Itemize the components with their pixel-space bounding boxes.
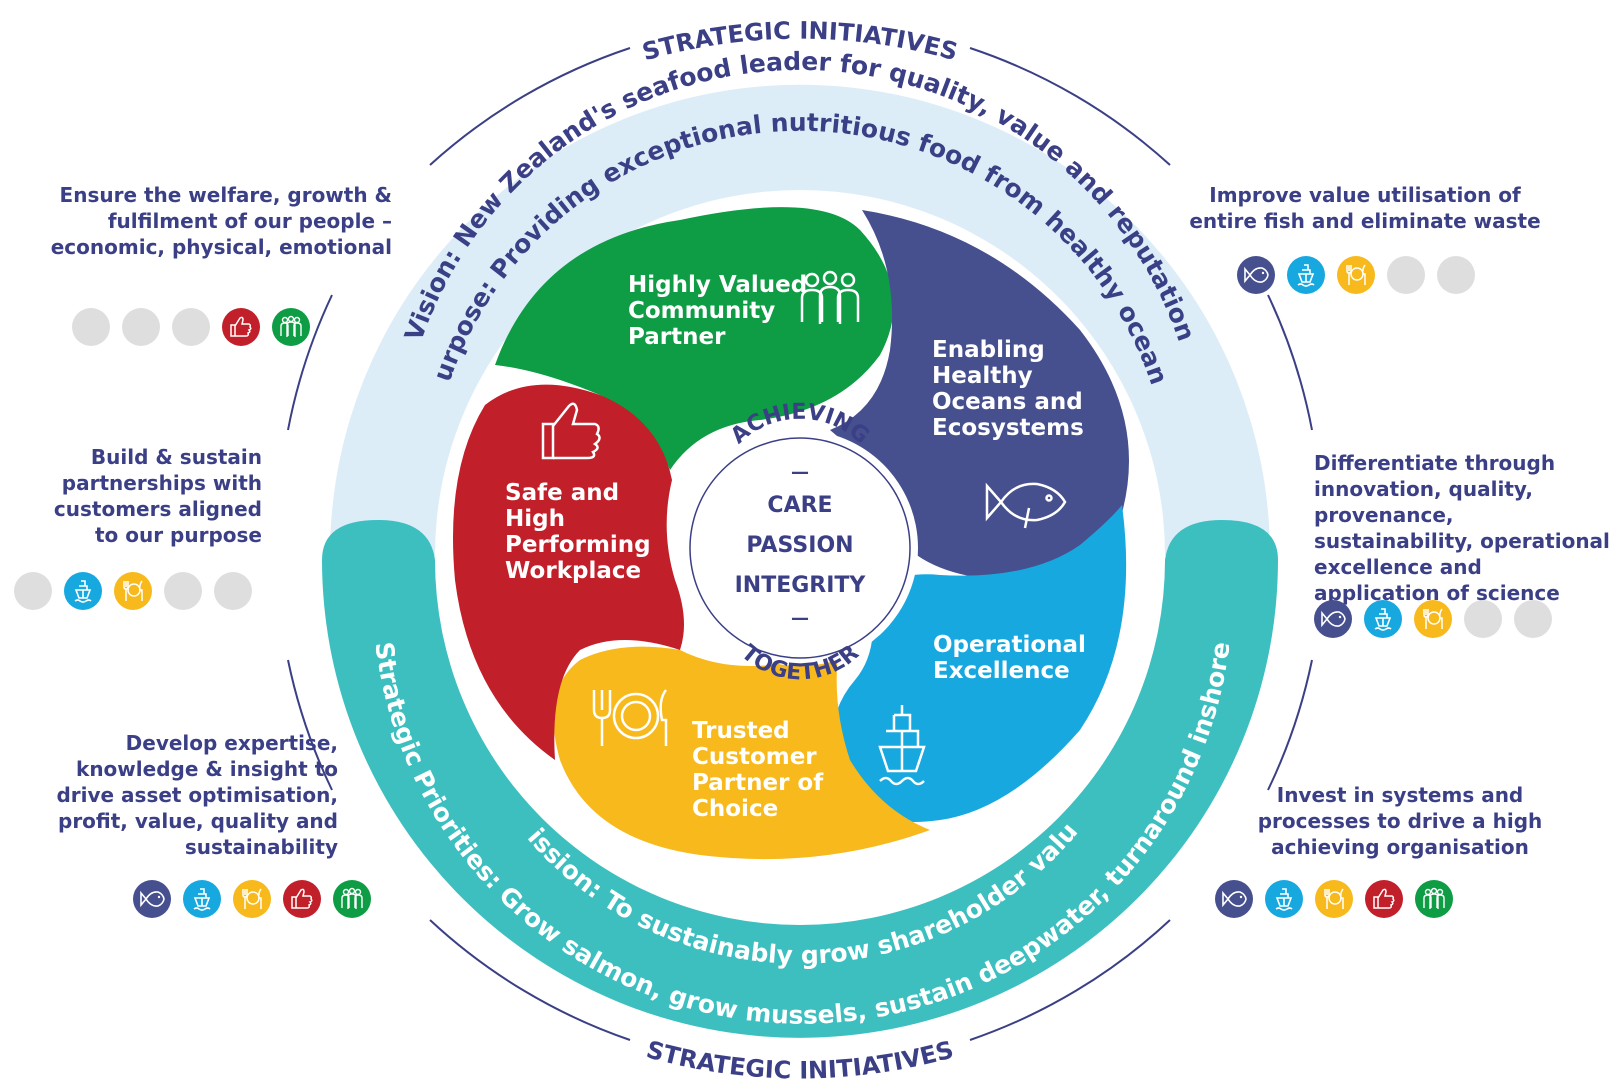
empty-dot (164, 572, 202, 610)
outer-arcs (287, 47, 1313, 1041)
svg-text:Excellence: Excellence (933, 658, 1070, 684)
svg-text:Performing: Performing (505, 532, 651, 558)
plate-icon (114, 572, 152, 610)
fish-icon (1237, 256, 1275, 294)
operational-label: Operational Excellence (933, 632, 1086, 684)
empty-dot (72, 308, 110, 346)
empty-dot (1464, 600, 1502, 638)
svg-text:Enabling: Enabling (932, 337, 1045, 363)
svg-text:High: High (505, 506, 565, 532)
core-value-integrity: INTEGRITY (735, 573, 867, 598)
svg-text:Partner of: Partner of (692, 770, 824, 796)
initiative-utilisation-dots (1237, 256, 1475, 294)
initiative-partnerships: Build & sustain partnerships with custom… (53, 445, 262, 547)
petal-workplace (453, 384, 684, 760)
plate-icon (1337, 256, 1375, 294)
fish-icon (1314, 600, 1352, 638)
petal-customer (553, 640, 930, 860)
ship-icon (878, 705, 926, 786)
core-inner-ring (689, 437, 911, 659)
svg-text:Choice: Choice (692, 796, 778, 822)
thumbs-up-icon (1365, 880, 1403, 918)
initiative-differentiate-dots (1314, 600, 1552, 638)
initiative-differentiate: Differentiate through innovation, qualit… (1314, 451, 1610, 605)
initiative-partnerships-dots (14, 572, 252, 610)
svg-text:Workplace: Workplace (505, 558, 641, 584)
core-dash-top: — (791, 462, 809, 483)
oceans-label: Enabling Healthy Oceans and Ecosystems (932, 337, 1084, 441)
initiative-expertise: Develop expertise, knowledge & insight t… (56, 731, 338, 859)
svg-text:Healthy: Healthy (932, 363, 1033, 389)
svg-text:Oceans and: Oceans and (932, 389, 1083, 415)
thumbs-up-icon (283, 880, 321, 918)
petal-community (495, 207, 894, 470)
plate-icon (233, 880, 271, 918)
initiative-people-dots (72, 308, 310, 346)
core-value-care: CARE (767, 493, 832, 518)
svg-text:Community: Community (628, 298, 775, 324)
empty-dot (1514, 600, 1552, 638)
thumbs-up-icon (222, 308, 260, 346)
petal-oceans (830, 210, 1129, 580)
empty-dot (1387, 256, 1425, 294)
svg-text:Customer: Customer (692, 744, 817, 770)
customer-label: Trusted Customer Partner of Choice (692, 718, 824, 822)
people-icon (800, 270, 860, 324)
initiative-utilisation: Improve value utilisation of entire fish… (1189, 183, 1541, 233)
people-icon (272, 308, 310, 346)
core-value-passion: PASSION (746, 533, 853, 558)
core-dash-bottom: — (791, 608, 809, 629)
svg-text:Trusted: Trusted (692, 718, 790, 744)
plate-icon (592, 689, 668, 746)
vision-ring (329, 84, 1270, 555)
ship-icon (183, 880, 221, 918)
ship-icon (1364, 600, 1402, 638)
empty-dot (214, 572, 252, 610)
ship-icon (64, 572, 102, 610)
fish-icon (133, 880, 171, 918)
svg-text:Safe and: Safe and (505, 480, 619, 506)
title-bottom: STRATEGIC INITIATIVES (643, 1035, 956, 1084)
workplace-label: Safe and High Performing Workplace (505, 480, 651, 584)
fish-icon (1215, 880, 1253, 918)
plate-icon (1315, 880, 1353, 918)
initiative-systems-dots (1215, 880, 1453, 918)
plate-icon (1414, 600, 1452, 638)
svg-text:Ecosystems: Ecosystems (932, 415, 1084, 441)
initiative-systems: Invest in systems and processes to drive… (1257, 783, 1543, 859)
empty-dot (172, 308, 210, 346)
mission-ring (322, 520, 1278, 1038)
empty-dot (1437, 256, 1475, 294)
ship-icon (1287, 256, 1325, 294)
initiative-people: Ensure the welfare, growth & fulfilment … (50, 183, 392, 259)
community-label: Highly Valued Community Partner (628, 272, 807, 350)
people-icon (1415, 880, 1453, 918)
people-icon (333, 880, 371, 918)
ship-icon (1265, 880, 1303, 918)
core-circle (682, 430, 918, 666)
svg-text:Partner: Partner (628, 324, 726, 350)
initiative-expertise-dots (133, 880, 371, 918)
svg-text:Operational: Operational (933, 632, 1086, 658)
fish-icon (985, 482, 1067, 529)
thumbs-up-icon (541, 402, 601, 460)
empty-dot (14, 572, 52, 610)
empty-dot (122, 308, 160, 346)
svg-text:Highly Valued: Highly Valued (628, 272, 807, 298)
